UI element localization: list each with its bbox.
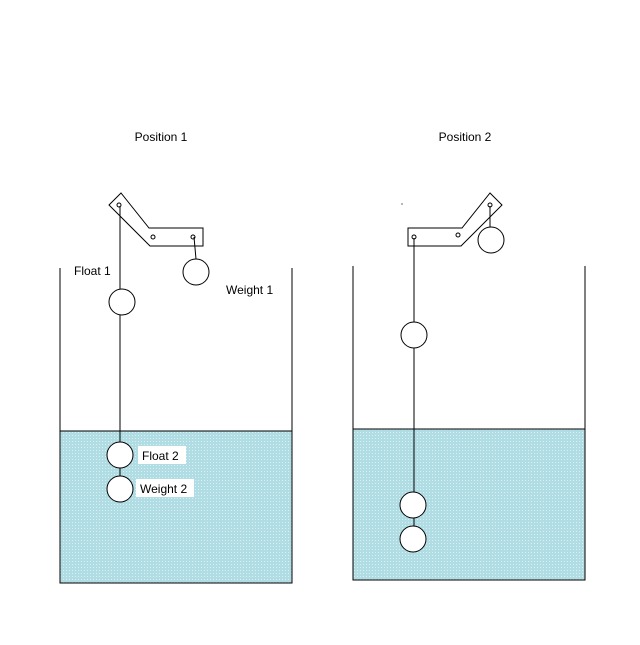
weight-1: [182, 258, 210, 286]
float-2: [106, 441, 134, 469]
weight-1-rod: [193, 236, 197, 260]
lever-2-pivot-center: [455, 232, 461, 238]
position-1-title: Position 1: [135, 130, 188, 144]
weight-2: [106, 475, 134, 503]
float-1-pos2: [400, 321, 428, 349]
float-2-label: Float 2: [142, 449, 179, 463]
lever-arm-2: [407, 192, 503, 247]
weight-2-label-bg: [136, 479, 194, 497]
float-1: [108, 288, 136, 316]
weight-2-label: Weight 2: [140, 482, 187, 496]
tank-1-walls: [59, 268, 293, 584]
tank-2-water: [353, 429, 585, 580]
position-2-title: Position 2: [439, 130, 492, 144]
float-2-label-bg: [138, 446, 186, 464]
tank-2-walls: [352, 266, 586, 581]
position-2-group: Position 2: [352, 130, 586, 581]
float-2-pos2: [399, 491, 427, 519]
lever-1-pivot-center: [150, 234, 156, 240]
stray-dot: [401, 203, 403, 205]
weight-1-pos2: [477, 226, 505, 254]
float-1-label: Float 1: [74, 264, 111, 278]
weight-1-label: Weight 1: [226, 283, 273, 297]
lever-arm-1: [108, 192, 204, 247]
weight-2-pos2: [399, 525, 427, 553]
position-1-group: Position 1 Float 1 Weight 1 Float 2 Weig…: [59, 130, 293, 584]
